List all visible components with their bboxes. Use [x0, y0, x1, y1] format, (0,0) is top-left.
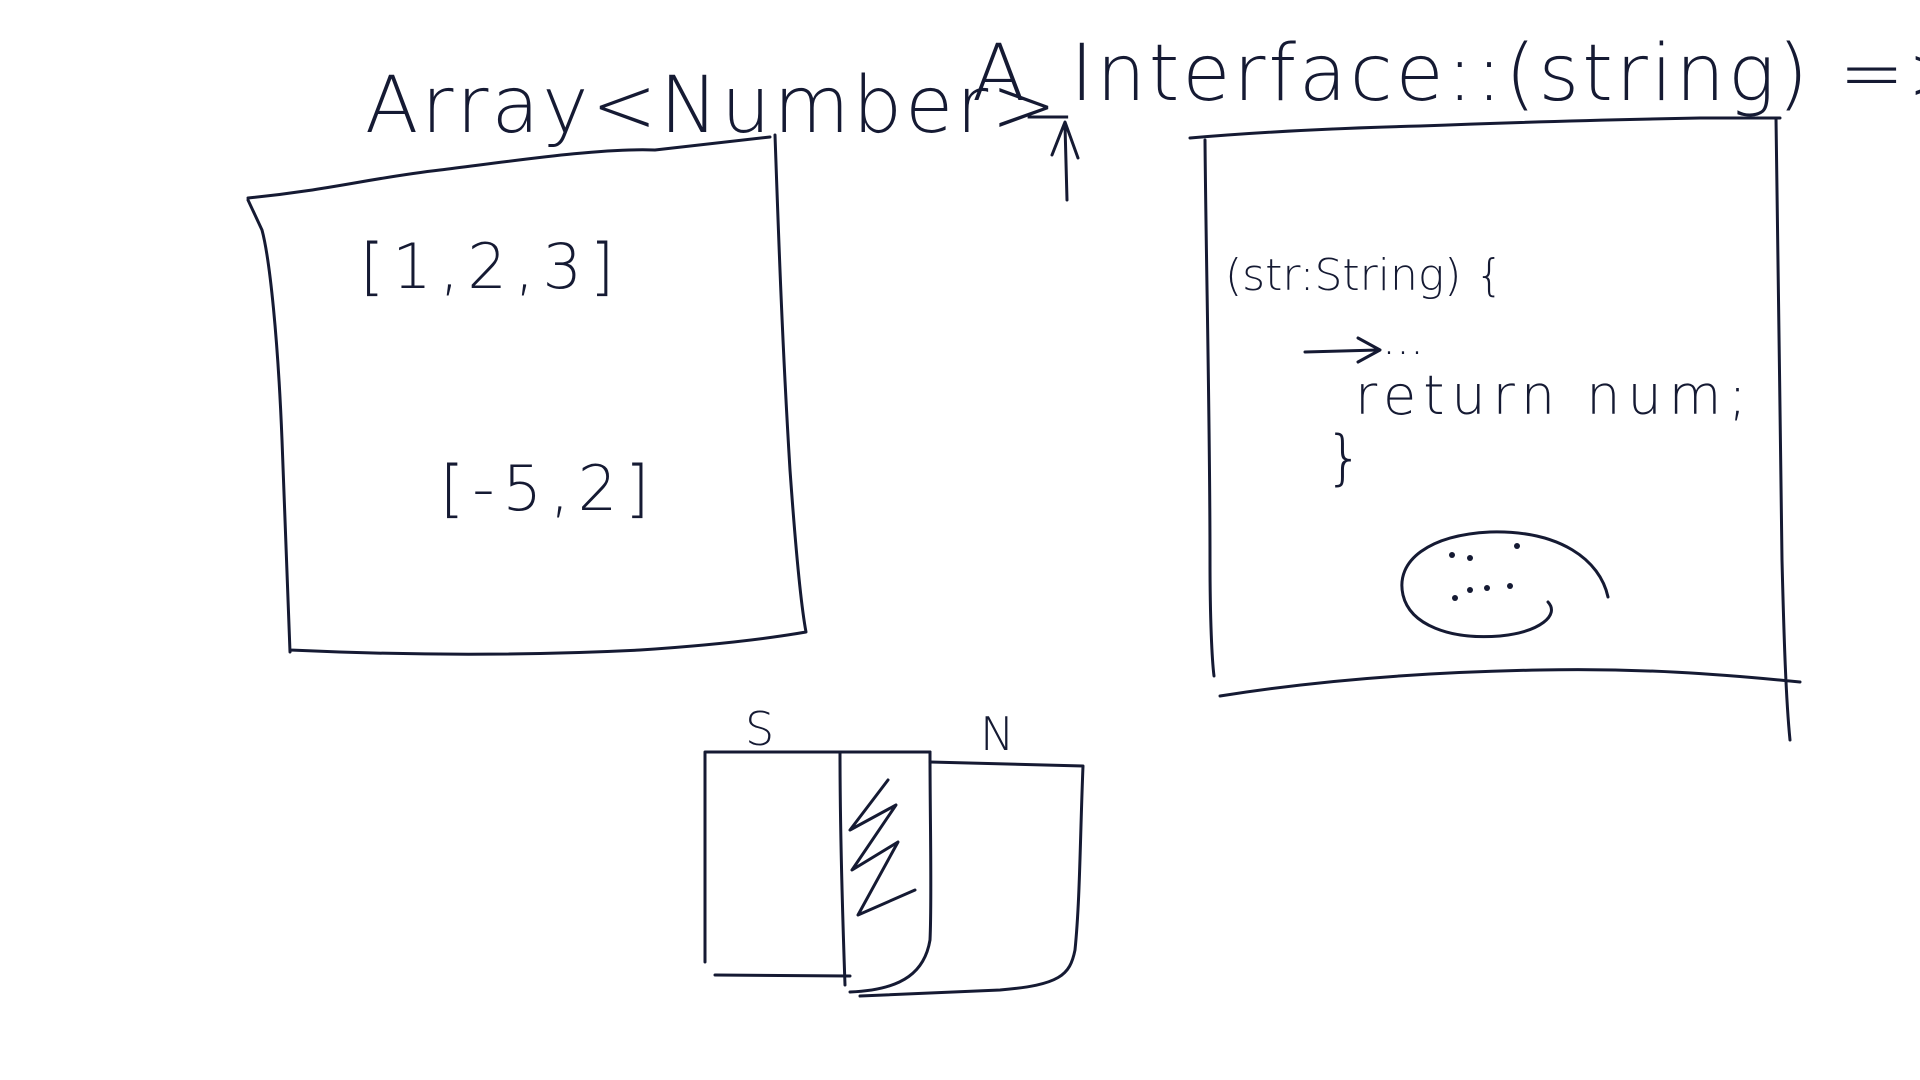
left-type-panel: Array<Number> [1,2,3] [-5,2] [246, 61, 1060, 656]
left-panel-box [246, 133, 808, 656]
zigzag-spring-icon [848, 778, 917, 917]
left-panel-title: Array<Number> [365, 61, 1060, 151]
up-arrow-icon [1050, 120, 1080, 202]
ellipsis-text: ... [1382, 314, 1424, 365]
middle-strip [838, 750, 933, 994]
return-statement: return num; [1355, 364, 1754, 427]
right-panel-box [1188, 116, 1802, 742]
label-s: S [745, 702, 774, 756]
array-value-2: [-5,2] [440, 452, 657, 525]
right-function-panel: A_Interface::(string) => Number (str:Str… [972, 29, 1920, 742]
oval-scribble [1400, 530, 1610, 639]
left-block [703, 750, 932, 978]
scribble-dots [1449, 543, 1520, 601]
label-n: N [980, 707, 1014, 761]
function-signature: (str:String) { [1225, 250, 1503, 301]
right-block [858, 760, 1085, 998]
right-panel-title: A_Interface::(string) => Number [972, 29, 1920, 119]
right-arrow-icon [1303, 336, 1382, 364]
bottom-sketch: S N [703, 702, 1085, 998]
closing-brace: } [1325, 423, 1363, 493]
array-value-1: [1,2,3] [360, 230, 622, 303]
